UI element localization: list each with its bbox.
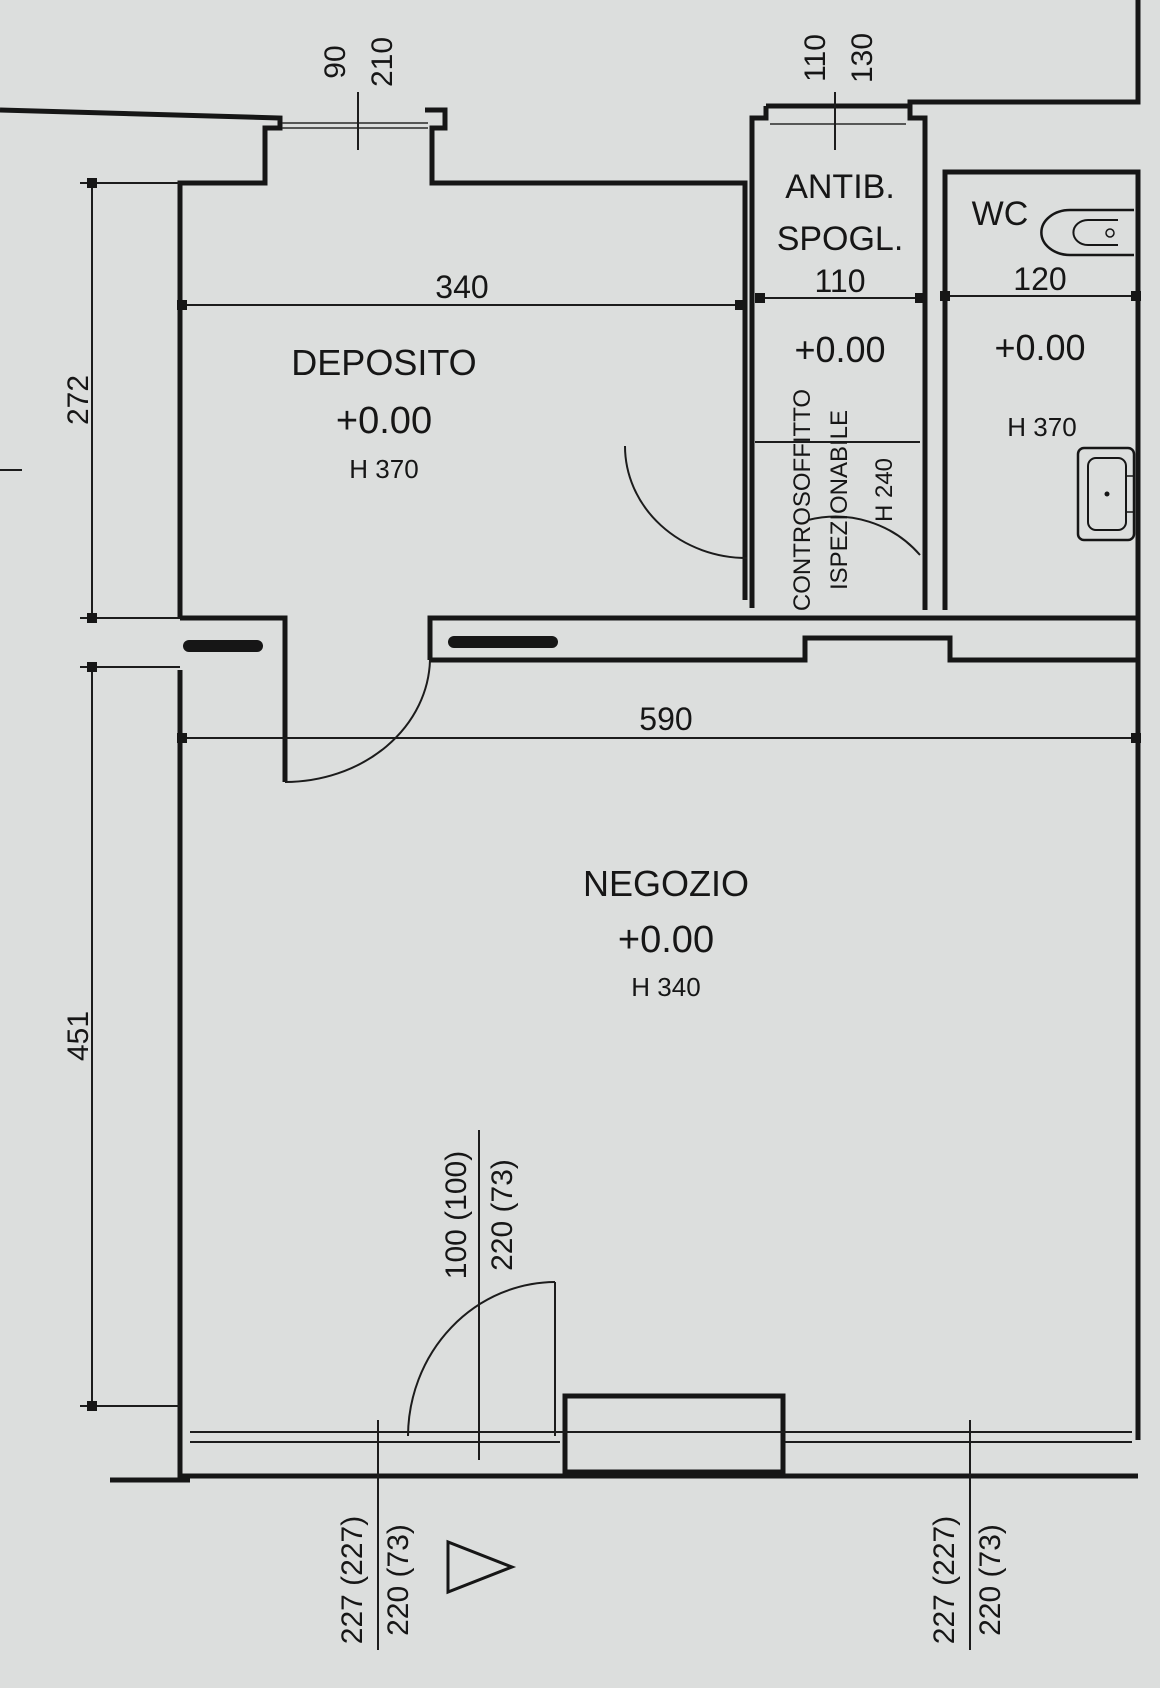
shopfront-left-bottom: 220 (73): [382, 1524, 415, 1636]
entrance-door-swing: [407, 1281, 556, 1437]
dim-tick: [87, 662, 97, 672]
antibagno-ceiling-line1: CONTROSOFFITTO: [789, 389, 816, 611]
deposito-door-swing: [284, 659, 431, 783]
deposito-left-wall: [0, 107, 283, 618]
negozio-width-label: 590: [639, 701, 692, 737]
negozio-name: NEGOZIO: [583, 863, 749, 904]
rear-door-top: 90: [319, 45, 352, 78]
antibagno-name-line1: ANTIB.: [785, 168, 895, 206]
dim-tick: [87, 1401, 97, 1411]
dim-tick: [87, 613, 97, 623]
rear-door-bottom: 210: [366, 37, 399, 87]
antibagno-name-line2: SPOGL.: [777, 220, 904, 258]
dim-tick: [940, 291, 950, 301]
antibagno-door-swing: [624, 445, 748, 559]
shopfront-right-top: 227 (227): [928, 1516, 961, 1644]
deposito-top-wall: [425, 107, 748, 600]
vent-slot-right: [448, 636, 558, 648]
entrance-door-bottom: 220 (73): [486, 1159, 519, 1271]
antibagno-window-bottom: 130: [846, 33, 879, 83]
deposito-height: H 370: [349, 454, 418, 484]
dim-tick: [1131, 291, 1141, 301]
deposito-bottom-wall: [427, 615, 1138, 660]
fixtures: [0, 208, 1136, 1595]
entrance-arrow-icon: [446, 1539, 517, 1595]
corridor-right-wall: [907, 0, 1141, 610]
dim-tick: [755, 293, 765, 303]
dimension-markers: [80, 92, 1141, 1650]
deposito-bottom-left-wall: [180, 615, 288, 782]
antibagno-width-label: 110: [814, 263, 865, 299]
wc-door-swing: [807, 515, 921, 556]
antibagno-level: +0.00: [794, 329, 885, 370]
negozio-left-wall: [177, 670, 560, 1479]
deposito-name: DEPOSITO: [291, 342, 476, 383]
wc-level: +0.00: [994, 327, 1085, 368]
structural-pillar: [562, 1393, 786, 1475]
thin-lines: [186, 122, 1136, 1443]
antibagno-window-top: 110: [799, 34, 832, 82]
dim-tick: [177, 300, 187, 310]
rotated-labels: 272 451 90 210 110 130 CONTROSOFFITTO IS…: [62, 33, 1007, 1644]
dim-tick: [177, 733, 187, 743]
deposito-depth-label: 272: [62, 375, 95, 425]
dim-tick: [87, 178, 97, 188]
shopfront-left-top: 227 (227): [336, 1516, 369, 1644]
dim-tick: [1131, 733, 1141, 743]
sink-icon: [1076, 446, 1136, 542]
wc-width-label: 120: [1013, 261, 1066, 297]
doors: [284, 445, 921, 1437]
dim-tick: [915, 293, 925, 303]
wc-height: H 370: [1007, 412, 1076, 442]
antibagno-left-wall: [749, 106, 769, 608]
vent-slot-left: [183, 640, 263, 652]
walls: [0, 0, 1141, 1483]
wc-name: WC: [972, 195, 1029, 233]
negozio-depth-label: 451: [62, 1011, 95, 1061]
negozio-height: H 340: [631, 972, 700, 1002]
deposito-level: +0.00: [336, 400, 432, 442]
labels: 340 DEPOSITO +0.00 H 370 ANTIB. SPOGL. 1…: [291, 168, 1085, 1002]
negozio-top-wall: [430, 635, 1138, 663]
shopfront-right-bottom: 220 (73): [974, 1524, 1007, 1636]
entrance-door-top: 100 (100): [440, 1151, 473, 1279]
antibagno-ceiling-height: H 240: [871, 458, 898, 522]
negozio-level: +0.00: [618, 919, 714, 961]
toilet-icon: [1040, 208, 1134, 257]
antibagno-ceiling-line2: ISPEZIONABILE: [826, 410, 853, 590]
deposito-width-label: 340: [435, 269, 488, 305]
wc-right-wall: [942, 169, 1141, 1440]
dim-tick: [735, 300, 745, 310]
